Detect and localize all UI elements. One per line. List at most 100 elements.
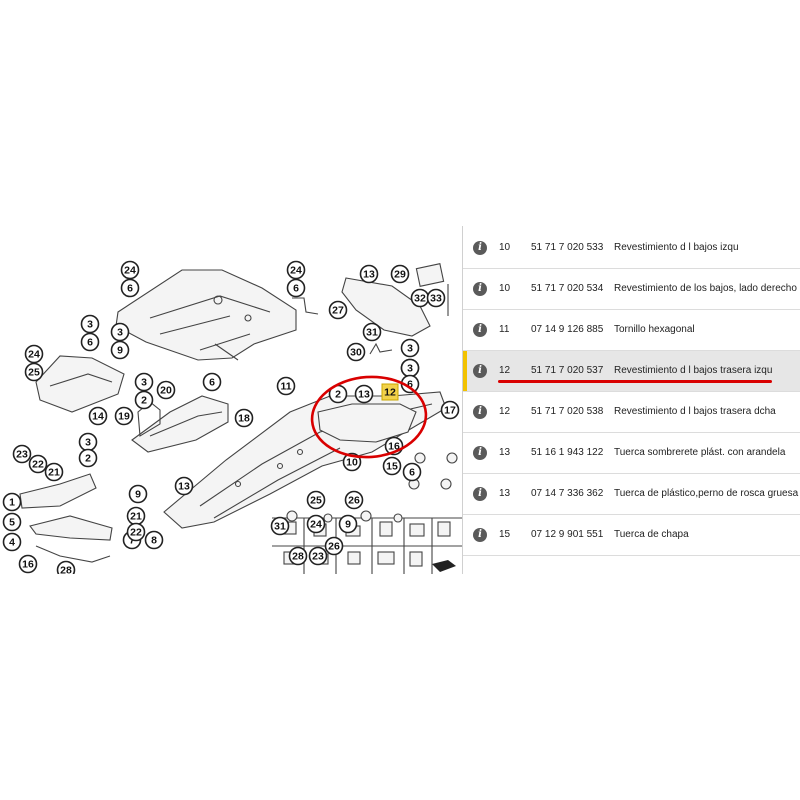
callout-label: 14 [92,411,104,423]
callout-6[interactable]: 6 [202,372,222,392]
callout-label: 3 [85,437,91,449]
callout-label: 21 [130,511,142,523]
callout-8[interactable]: 8 [144,530,164,550]
highlight-badge[interactable] [381,383,399,401]
callout-3[interactable]: 3 [134,372,154,392]
callout-3[interactable]: 3 [400,358,420,378]
callout-24[interactable]: 24 [306,514,326,534]
callout-label: 29 [394,269,406,281]
underbody-shield-front[interactable] [115,269,297,361]
callout-24[interactable]: 24 [120,260,140,280]
rear-cover-12[interactable] [317,403,417,443]
bracket-32[interactable] [415,263,445,287]
callout-28[interactable]: 28 [288,546,308,566]
callout-23[interactable]: 23 [308,546,328,566]
callout-24[interactable]: 24 [286,260,306,280]
callout-6[interactable]: 6 [286,278,306,298]
callout-11[interactable]: 11 [276,376,296,396]
callout-6[interactable]: 6 [402,462,422,482]
callout-label: 22 [32,459,44,471]
callout-16[interactable]: 16 [18,554,38,574]
callout-14[interactable]: 14 [88,406,108,426]
callout-5[interactable]: 5 [2,512,22,532]
callout-9[interactable]: 9 [338,514,358,534]
callout-22[interactable]: 22 [126,522,146,542]
info-circle-icon[interactable]: i [473,405,487,419]
callout-2[interactable]: 2 [78,448,98,468]
callout-13[interactable]: 13 [359,264,379,284]
part-number: 51 16 1 943 122 [531,447,604,458]
callout-31[interactable]: 31 [362,322,382,342]
callout-13[interactable]: 13 [174,476,194,496]
callout-label: 6 [127,283,133,295]
part-description: Tornillo hexagonal [614,324,695,335]
exploded-view-drawing: 2462462713293233362425391431303632201961… [2,260,462,575]
side-panel-14[interactable] [35,355,125,413]
callout-3[interactable]: 3 [400,338,420,358]
callout-33[interactable]: 33 [426,288,446,308]
callout-2[interactable]: 2 [134,390,154,410]
panel-1[interactable] [19,473,97,509]
callout-18[interactable]: 18 [234,408,254,428]
callout-21[interactable]: 21 [126,506,146,526]
info-circle-icon[interactable]: i [473,364,487,378]
callout-32[interactable]: 32 [410,288,430,308]
info-circle-icon[interactable]: i [473,528,487,542]
parts-diagram[interactable]: 2462462713293233362425391431303632201961… [0,226,462,574]
callout-label: 4 [9,537,15,549]
callout-label: 6 [407,379,413,391]
callout-13[interactable]: 13 [354,384,374,404]
callout-3[interactable]: 3 [110,322,130,342]
callout-29[interactable]: 29 [390,264,410,284]
part-number: 07 14 7 336 362 [531,488,604,499]
callout-label: 6 [209,377,215,389]
callout-22[interactable]: 22 [28,454,48,474]
callout-21[interactable]: 21 [44,462,64,482]
callout-6[interactable]: 6 [120,278,140,298]
callout-15[interactable]: 15 [382,456,402,476]
callout-20[interactable]: 20 [156,380,176,400]
callout-23[interactable]: 23 [12,444,32,464]
callout-27[interactable]: 27 [328,300,348,320]
callout-26[interactable]: 26 [344,490,364,510]
callout-28[interactable]: 28 [56,560,76,575]
info-circle-icon[interactable]: i [473,241,487,255]
callout-17[interactable]: 17 [440,400,460,420]
callout-9[interactable]: 9 [110,340,130,360]
callout-label: 13 [363,269,375,281]
callout-3[interactable]: 3 [80,314,100,334]
callout-4[interactable]: 4 [2,532,22,552]
info-circle-icon[interactable]: i [473,323,487,337]
callout-25[interactable]: 25 [24,362,44,382]
panel-5[interactable] [29,515,113,541]
callout-30[interactable]: 30 [346,342,366,362]
part-description: Tuerca de plástico,perno de rosca gruesa [614,488,799,499]
heat-shield-29[interactable] [341,277,431,337]
info-circle-icon[interactable]: i [473,282,487,296]
info-circle-icon[interactable]: i [473,487,487,501]
callout-24[interactable]: 24 [24,344,44,364]
callout-6[interactable]: 6 [80,332,100,352]
callout-9[interactable]: 9 [128,484,148,504]
info-circle-icon[interactable]: i [473,446,487,460]
callout-label: 30 [350,347,362,359]
part-description: Revestimiento d l bajos trasera dcha [614,406,776,417]
callout-25[interactable]: 25 [306,490,326,510]
callout-31[interactable]: 31 [270,516,290,536]
part-description: Revestimiento d l bajos trasera izqu [614,365,773,376]
callout-1[interactable]: 1 [2,492,22,512]
callout-19[interactable]: 19 [114,406,134,426]
callout-3[interactable]: 3 [78,432,98,452]
position-number: 11 [499,324,510,335]
callout-26[interactable]: 26 [324,536,344,556]
callout-label: 28 [60,565,72,575]
callout-label: 3 [407,363,413,375]
